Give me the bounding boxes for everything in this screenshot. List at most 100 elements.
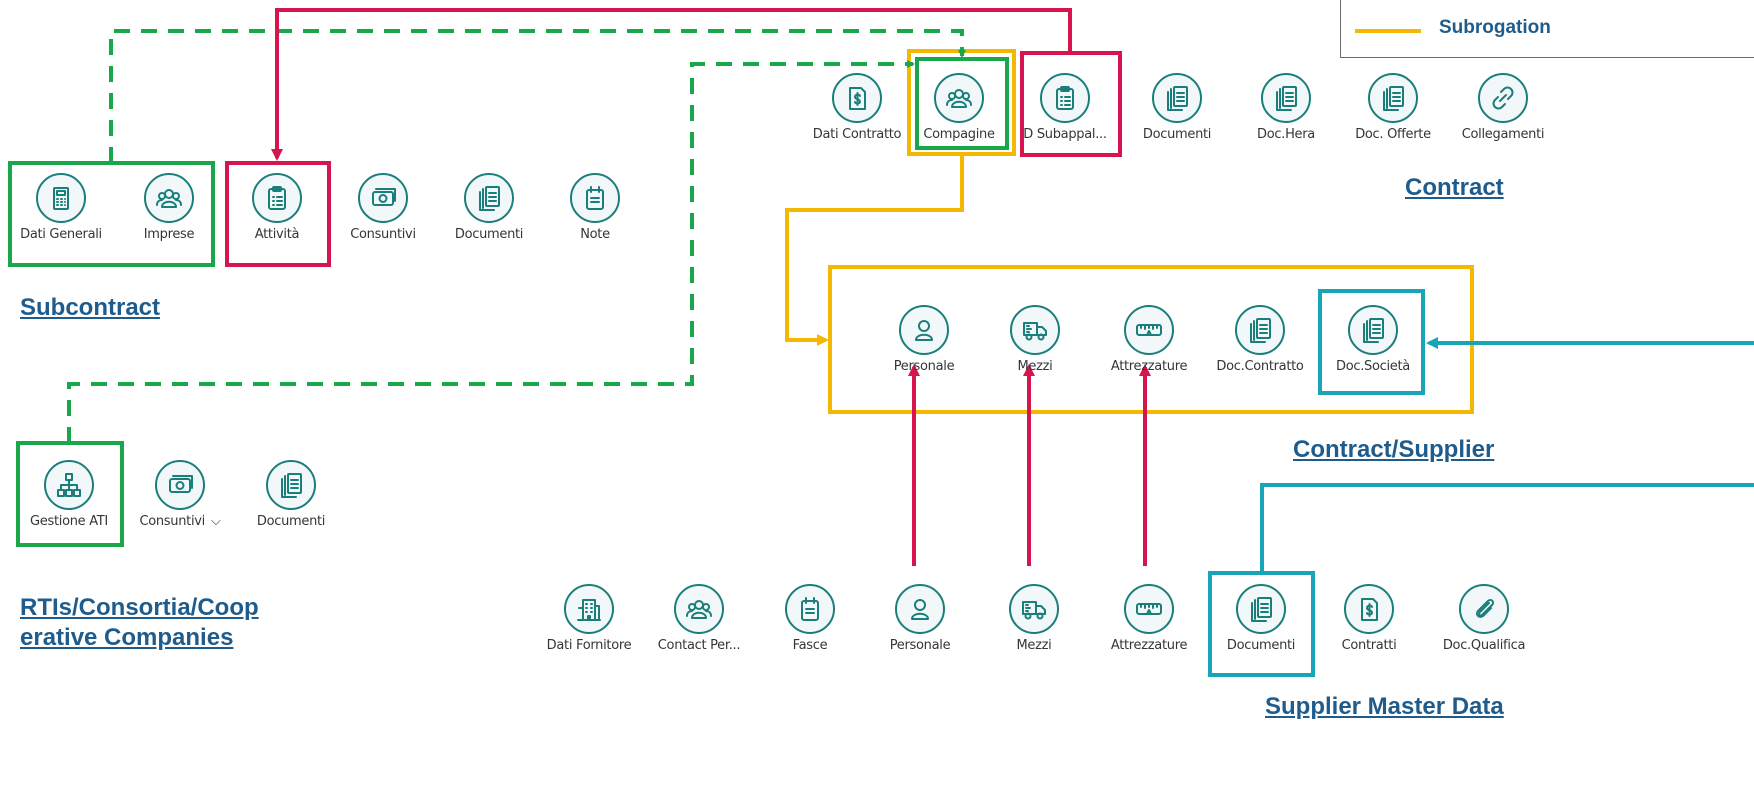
documents-icon [1348, 305, 1398, 355]
tile-label: Dati Generali [20, 227, 102, 242]
supplier-tile-personale[interactable]: Personale [870, 584, 970, 653]
link-icon [1478, 73, 1528, 123]
section-title-supplier-master[interactable]: Supplier Master Data [1265, 693, 1504, 720]
legend: Subrogation [1340, 0, 1754, 58]
tile-label: Dati Contratto [812, 127, 902, 142]
contract-tile-doc-offerte[interactable]: Doc. Offerte [1343, 73, 1443, 142]
notepad-icon [785, 584, 835, 634]
subcontract-tile-note[interactable]: Note [545, 173, 645, 242]
contract-tile-dati-contratto[interactable]: Dati Contratto [807, 73, 907, 142]
document-dollar-icon [1344, 584, 1394, 634]
rti-tile-documenti[interactable]: Documenti [241, 460, 341, 529]
contract-supplier-tile-attrezzature[interactable]: Attrezzature [1099, 305, 1199, 374]
tile-label: Consuntivi⌵ [139, 514, 221, 529]
tile-label: Personale [889, 638, 951, 653]
contract-tile-collegamenti[interactable]: Collegamenti [1453, 73, 1553, 142]
measure-icon [1124, 584, 1174, 634]
subcontract-tile-dati-generali[interactable]: Dati Generali [11, 173, 111, 242]
person-icon [895, 584, 945, 634]
measure-icon [1124, 305, 1174, 355]
tile-label: Doc.Qualifica [1442, 638, 1526, 653]
document-dollar-icon [832, 73, 882, 123]
group-icon [674, 584, 724, 634]
supplier-tile-documenti[interactable]: Documenti [1211, 584, 1311, 653]
supplier-tile-attrezzature[interactable]: Attrezzature [1099, 584, 1199, 653]
tile-label: Imprese [143, 227, 195, 242]
clipboard-list-icon [1040, 73, 1090, 123]
supplier-tile-mezzi[interactable]: Mezzi [984, 584, 1084, 653]
group-icon [144, 173, 194, 223]
subcontract-tile-imprese[interactable]: Imprese [119, 173, 219, 242]
contract-tile-compagine[interactable]: Compagine [909, 73, 1009, 142]
tile-label: Collegamenti [1461, 127, 1545, 142]
tile-label: Attrezzature [1110, 638, 1188, 653]
section-title-rti[interactable]: RTIs/Consortia/Coop erative Companies [20, 594, 259, 651]
clipboard-list-icon [252, 173, 302, 223]
tile-label: Consuntivi [350, 227, 416, 242]
contract-tile-d-subappal[interactable]: D Subappal... [1015, 73, 1115, 142]
tile-label: Doc. Offerte [1355, 127, 1431, 142]
supplier-tile-dati-fornitore[interactable]: Dati Fornitore [539, 584, 639, 653]
section-title-contract[interactable]: Contract [1405, 174, 1504, 201]
tile-label: Documenti [1226, 638, 1296, 653]
hierarchy-icon [44, 460, 94, 510]
attachment-icon [1459, 584, 1509, 634]
legend-subrogation-swatch [1355, 29, 1421, 33]
tile-label: Documenti [454, 227, 524, 242]
rti-tile-consuntivi[interactable]: Consuntivi⌵ [130, 460, 230, 529]
group-icon [934, 73, 984, 123]
supplier-tile-doc-qualifica[interactable]: Doc.Qualifica [1434, 584, 1534, 653]
tile-label: Doc.Hera [1257, 127, 1315, 142]
documents-icon [1368, 73, 1418, 123]
tile-label: Attrezzature [1110, 359, 1188, 374]
legend-subrogation-label: Subrogation [1439, 17, 1551, 38]
person-icon [899, 305, 949, 355]
tile-label: Gestione ATI [30, 514, 108, 529]
section-title-contract-supplier[interactable]: Contract/Supplier [1293, 436, 1495, 463]
truck-icon [1009, 584, 1059, 634]
section-title-subcontract[interactable]: Subcontract [20, 294, 161, 321]
contract-supplier-tile-doc-contratto[interactable]: Doc.Contratto [1210, 305, 1310, 374]
subcontract-tile-documenti[interactable]: Documenti [439, 173, 539, 242]
tile-label: Contact Per... [657, 638, 741, 653]
contract-supplier-tile-personale[interactable]: Personale [874, 305, 974, 374]
tile-label: Compagine [923, 127, 995, 142]
subcontract-tile-attivita[interactable]: Attività [227, 173, 327, 242]
chevron-down-icon[interactable]: ⌵ [210, 514, 221, 529]
supplier-tile-fasce[interactable]: Fasce [760, 584, 860, 653]
rti-tile-gestione-ati[interactable]: Gestione ATI [19, 460, 119, 529]
tile-label: Doc.Contratto [1216, 359, 1304, 374]
building-icon [564, 584, 614, 634]
tile-label: Documenti [256, 514, 326, 529]
tile-label: Doc.Società [1336, 359, 1410, 374]
contract-tile-doc-hera[interactable]: Doc.Hera [1236, 73, 1336, 142]
tile-label: Personale [893, 359, 955, 374]
truck-icon [1010, 305, 1060, 355]
documents-icon [1236, 584, 1286, 634]
money-icon [155, 460, 205, 510]
tile-label: Note [580, 227, 610, 242]
tile-label: Mezzi [1017, 359, 1053, 374]
tile-label: D Subappal... [1023, 127, 1107, 142]
money-icon [358, 173, 408, 223]
tile-label: Attività [254, 227, 300, 242]
supplier-tile-contratti[interactable]: Contratti [1319, 584, 1419, 653]
contract-supplier-tile-doc-societa[interactable]: Doc.Società [1323, 305, 1423, 374]
tile-label: Fasce [792, 638, 828, 653]
notepad-icon [570, 173, 620, 223]
tile-label: Dati Fornitore [546, 638, 632, 653]
documents-icon [464, 173, 514, 223]
contract-supplier-tile-mezzi[interactable]: Mezzi [985, 305, 1085, 374]
documents-icon [266, 460, 316, 510]
documents-icon [1261, 73, 1311, 123]
ati-to-compagine-connector [67, 60, 915, 443]
documents-icon [1235, 305, 1285, 355]
tile-label: Documenti [1142, 127, 1212, 142]
subcontract-tile-consuntivi[interactable]: Consuntivi [333, 173, 433, 242]
tile-label: Contratti [1341, 638, 1397, 653]
contract-tile-documenti[interactable]: Documenti [1127, 73, 1227, 142]
supplier-tile-contact-per[interactable]: Contact Per... [649, 584, 749, 653]
calculator-icon [36, 173, 86, 223]
documents-icon [1152, 73, 1202, 123]
